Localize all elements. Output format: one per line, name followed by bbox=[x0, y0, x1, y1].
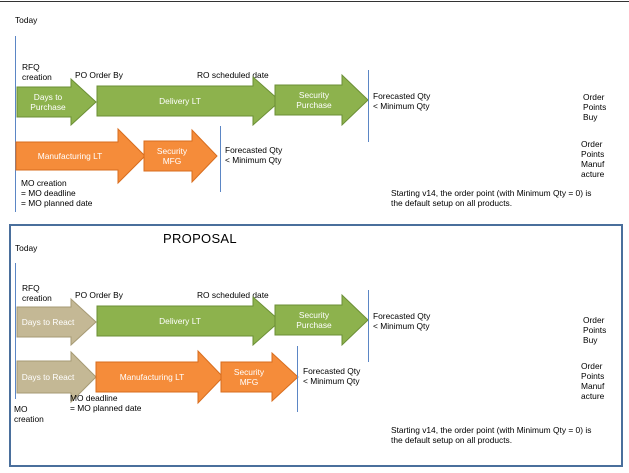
top-separator bbox=[0, 1, 629, 2]
manufacturing-lt-label: Manufacturing LT bbox=[37, 151, 103, 161]
proposal-days-to-react-arrow bbox=[16, 297, 97, 347]
proposal-security-purchase-arrow bbox=[274, 293, 369, 347]
security-mfg-label: Security MFG bbox=[156, 146, 188, 166]
mo-creation-note: MO creation = MO deadline = MO planned d… bbox=[21, 178, 93, 208]
proposal-panel bbox=[9, 224, 623, 467]
proposal-mfg-forecasted-qty-label: Forecasted Qty < Minimum Qty bbox=[303, 366, 361, 386]
today-guide-line bbox=[15, 36, 16, 212]
days-to-purchase-arrow bbox=[16, 77, 97, 127]
proposal-manufacturing-lt-arrow bbox=[95, 349, 224, 405]
order-points-manufacture-label: Order Points Manuf acture bbox=[581, 139, 605, 179]
security-mfg-arrow bbox=[143, 128, 218, 184]
proposal-min-qty-guide-line bbox=[368, 290, 369, 362]
delivery-lt-label: Delivery LT bbox=[159, 96, 201, 106]
proposal-po-order-by-label: PO Order By bbox=[75, 290, 123, 300]
po-order-by-label: PO Order By bbox=[75, 70, 123, 80]
security-purchase-label: Security Purchase bbox=[296, 90, 332, 110]
v14-footnote: Starting v14, the order point (with Mini… bbox=[391, 188, 592, 208]
proposal-mfg-days-to-react-arrow bbox=[16, 350, 97, 404]
proposal-mfg-days-to-react-label: Days to React bbox=[21, 372, 75, 382]
proposal-ro-scheduled-label: RO scheduled date bbox=[197, 290, 269, 300]
proposal-order-points-buy-label: Order Points Buy bbox=[583, 315, 607, 345]
ro-scheduled-label: RO scheduled date bbox=[197, 70, 269, 80]
days-to-purchase-label: Days to Purchase bbox=[30, 92, 66, 112]
proposal-security-purchase-label: Security Purchase bbox=[296, 310, 332, 330]
min-qty-guide-line bbox=[368, 70, 369, 142]
proposal-manufacturing-lt-label: Manufacturing LT bbox=[119, 372, 185, 382]
today-label: Today bbox=[15, 15, 38, 25]
mfg-forecasted-qty-label: Forecasted Qty < Minimum Qty bbox=[225, 145, 283, 165]
proposal-mo-deadline-note: MO deadline = MO planned date bbox=[70, 393, 142, 413]
proposal-forecasted-qty-label: Forecasted Qty < Minimum Qty bbox=[373, 311, 431, 331]
proposal-rfq-creation-label: RFQ creation bbox=[22, 283, 52, 303]
rfq-creation-label: RFQ creation bbox=[22, 62, 52, 82]
proposal-days-to-react-label: Days to React bbox=[21, 317, 75, 327]
proposal-today-label: Today bbox=[15, 243, 38, 253]
manufacturing-lt-arrow bbox=[15, 127, 146, 185]
proposal-delivery-lt-label: Delivery LT bbox=[159, 316, 201, 326]
proposal-security-mfg-arrow bbox=[220, 351, 299, 403]
proposal-order-points-manufacture-label: Order Points Manuf acture bbox=[581, 361, 605, 401]
proposal-v14-footnote: Starting v14, the order point (with Mini… bbox=[391, 425, 592, 445]
proposal-today-guide-line bbox=[15, 263, 16, 399]
proposal-delivery-lt-arrow bbox=[96, 295, 281, 347]
security-purchase-arrow bbox=[274, 73, 369, 127]
proposal-title: PROPOSAL bbox=[163, 231, 237, 246]
forecasted-qty-label: Forecasted Qty < Minimum Qty bbox=[373, 91, 431, 111]
order-points-buy-label: Order Points Buy bbox=[583, 92, 607, 122]
delivery-lt-arrow bbox=[96, 75, 281, 127]
proposal-mfg-min-qty-guide-line bbox=[297, 346, 298, 412]
proposal-security-mfg-label: Security MFG bbox=[233, 367, 265, 387]
mfg-min-qty-guide-line bbox=[220, 126, 221, 192]
proposal-mo-creation-label: MO creation bbox=[14, 404, 44, 424]
